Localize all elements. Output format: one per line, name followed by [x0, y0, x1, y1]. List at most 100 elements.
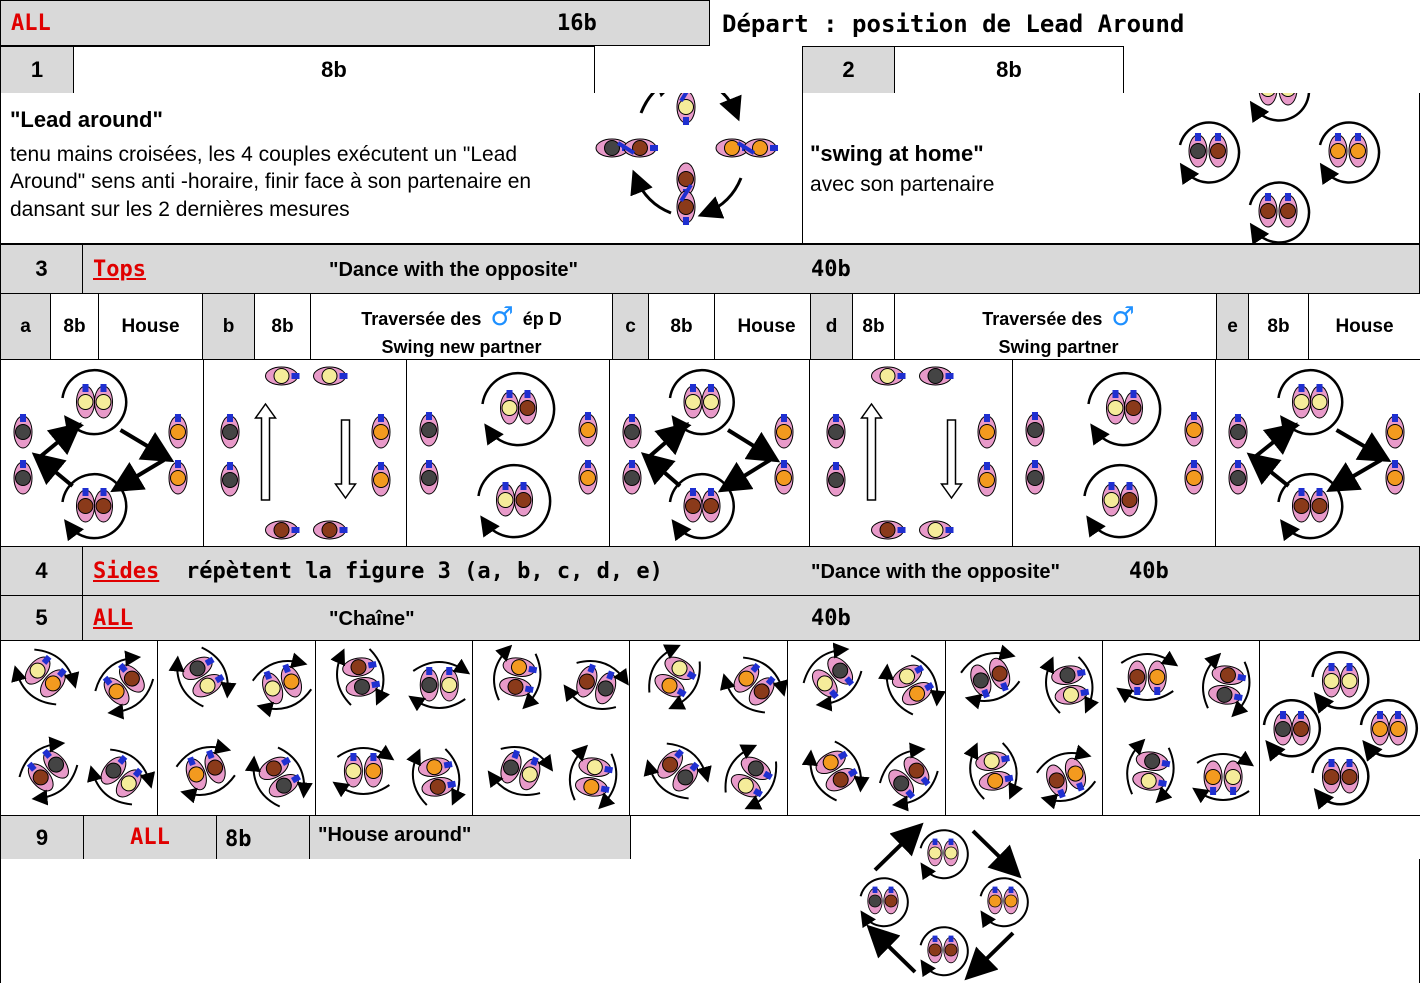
- chain-panel: [472, 640, 631, 816]
- swing-icon: [61, 472, 128, 542]
- curved-arrow-icon: [724, 744, 758, 793]
- fig1-description: tenu mains croisées, les 4 couples exécu…: [10, 143, 532, 221]
- chain-panel: [629, 640, 789, 816]
- chain-pair-icon: [802, 642, 863, 712]
- straight-arrow-icon: [39, 422, 82, 458]
- step-letter-text: a: [20, 315, 31, 337]
- step-description: House: [98, 293, 203, 360]
- dancer-icon: [1132, 771, 1167, 791]
- straight-arrow-icon: [119, 428, 175, 463]
- dancer-icon: [419, 667, 439, 702]
- straight-arrow-icon: [873, 822, 924, 872]
- curved-arrow-icon: [201, 646, 237, 699]
- dancer-icon: [42, 748, 69, 779]
- dancer-icon: [733, 662, 761, 693]
- step-description: House: [714, 293, 819, 360]
- header-label: ALL: [11, 11, 51, 36]
- dancer-icon: [94, 384, 113, 419]
- dancer-icon: [1188, 133, 1208, 168]
- dancer-icon: [1120, 482, 1139, 517]
- chain-pair-icon: [878, 654, 946, 716]
- swing-icon: [979, 877, 1029, 929]
- swing-icon: [1083, 463, 1158, 539]
- dancer-icon: [1208, 685, 1243, 705]
- fig9-number-text: 9: [35, 824, 49, 850]
- fig9-name: "House around": [318, 824, 472, 846]
- fig2-beats-text: 8b: [996, 57, 1022, 82]
- dancer-icon: [664, 656, 697, 681]
- swing-icon: [859, 877, 909, 929]
- curved-arrow-icon: [963, 742, 985, 800]
- curved-arrow-icon: [412, 658, 471, 675]
- curved-arrow-icon: [1155, 747, 1175, 804]
- dancer-icon: [575, 777, 610, 797]
- dancer-icon: [100, 754, 128, 785]
- dancer-icon: [1223, 760, 1243, 795]
- step-beats-text: 8b: [670, 315, 693, 337]
- dancer-icon: [40, 667, 67, 698]
- dancer-icon: [622, 460, 642, 495]
- chain-pair-icon: [330, 648, 390, 706]
- fig2-number: 2: [802, 46, 895, 94]
- dancer-icon: [371, 462, 391, 497]
- curved-arrow-icon: [1196, 750, 1255, 767]
- curved-arrow-icon: [256, 688, 313, 718]
- dancer-icon: [265, 520, 300, 540]
- dancer-icon: [891, 664, 925, 689]
- curved-arrow-icon: [336, 744, 395, 761]
- chain-pair-icon: [568, 744, 618, 810]
- dancer-icon: [774, 414, 794, 449]
- swing-icon: [1262, 699, 1322, 762]
- dancer-icon: [883, 886, 899, 915]
- traverse-label: Traversée des: [982, 309, 1103, 329]
- fig3-panel: [1215, 359, 1420, 547]
- dancer-icon: [683, 384, 703, 419]
- chain-pair-icon: [251, 652, 313, 718]
- fig1-number: 1: [0, 46, 74, 94]
- chain-pair-icon: [563, 660, 629, 710]
- curved-arrow-icon: [834, 740, 870, 793]
- dancer-icon: [168, 414, 188, 449]
- dancer-icon: [1124, 390, 1143, 425]
- chain-pair-icon: [720, 656, 788, 714]
- curved-arrow-icon: [332, 781, 390, 798]
- curved-arrow-icon: [639, 93, 680, 114]
- fig5-number: 5: [1, 596, 83, 640]
- curved-arrow-icon: [1192, 787, 1250, 804]
- dancer-icon: [500, 390, 519, 425]
- chain-panel: [157, 640, 317, 816]
- dancer-icon: [919, 366, 954, 386]
- chain-pair-icon: [801, 740, 870, 802]
- fig3-panel-diagram: [13, 368, 188, 542]
- fig3-panel-diagram: [1228, 368, 1405, 542]
- dancer-icon: [748, 675, 776, 706]
- swing-icon: [1277, 472, 1344, 542]
- fig3-panel: [1012, 359, 1216, 547]
- dancer-icon: [774, 460, 794, 495]
- dancer-icon: [1258, 93, 1278, 106]
- swing-icon: [1311, 747, 1370, 810]
- dancer-icon: [1051, 665, 1086, 685]
- curved-arrow-icon: [1120, 650, 1179, 667]
- dancer-icon: [977, 462, 997, 497]
- hold-hands-icon: [736, 141, 756, 155]
- step-beats: 8b: [648, 293, 715, 360]
- step-beats: 8b: [50, 293, 99, 360]
- dancer-icon: [1184, 412, 1204, 447]
- chain-panel: [315, 640, 474, 816]
- dancer-icon: [1292, 384, 1311, 419]
- curved-arrow-icon: [697, 177, 743, 219]
- dancer-icon: [1046, 764, 1068, 799]
- step-letter-text: b: [222, 315, 235, 337]
- fig3-panel-diagram: [826, 366, 997, 540]
- dancer-icon: [421, 777, 457, 797]
- dancer-icon: [262, 670, 284, 705]
- dancer-icon: [1102, 482, 1121, 517]
- dancer-icon: [13, 414, 33, 449]
- fig4-number: 4: [1, 547, 83, 595]
- dancer-icon: [519, 756, 541, 791]
- dancer-icon: [987, 886, 1003, 915]
- curved-arrow-icon: [368, 648, 390, 706]
- dancer-icon: [313, 366, 348, 386]
